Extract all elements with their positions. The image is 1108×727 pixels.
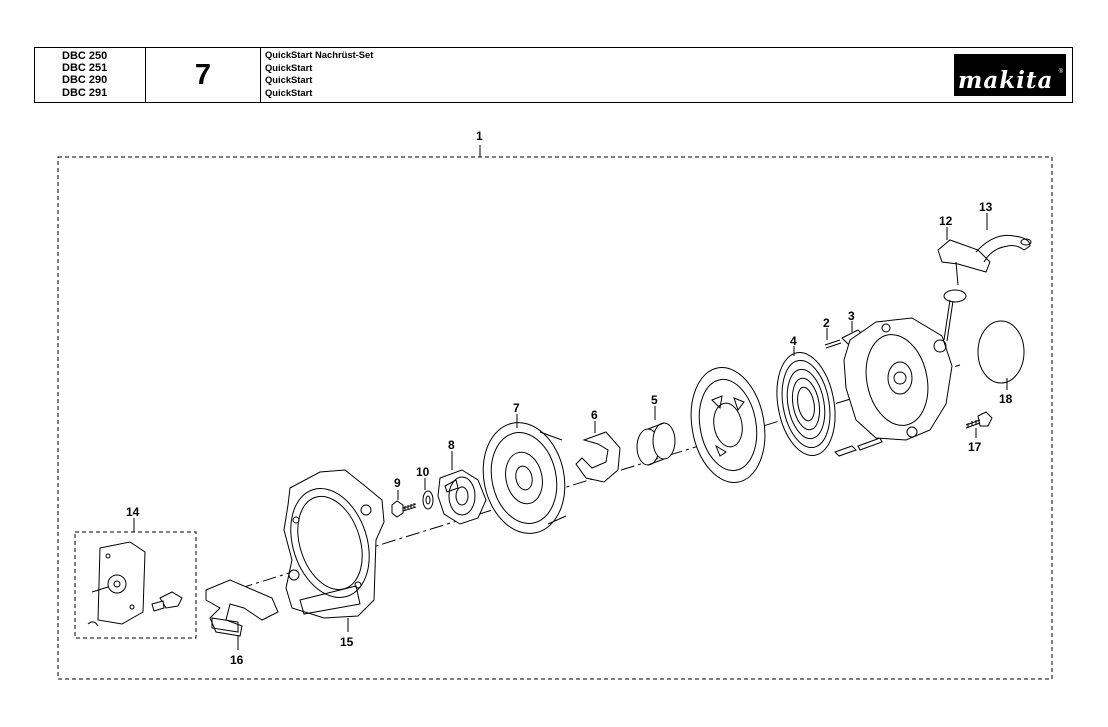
callout-8: 8 (448, 438, 455, 452)
assembly-boundary (57, 156, 1053, 680)
part-starter-housing (843, 317, 953, 441)
callout-5: 5 (651, 393, 658, 407)
part-15-housing (283, 469, 385, 619)
callout-12: 12 (939, 214, 953, 228)
callout-16: 16 (230, 653, 244, 667)
description-label: QuickStart (265, 61, 313, 73)
leader-lines (133, 213, 1008, 650)
callout-13: 13 (979, 200, 993, 214)
callout-14: 14 (126, 505, 140, 519)
callout-2: 2 (823, 316, 830, 330)
callout-18: 18 (999, 392, 1013, 406)
callout-6: 6 (591, 408, 598, 422)
callout-10: 10 (416, 465, 430, 479)
part-10-washer (422, 490, 434, 510)
part-13-cord (975, 234, 1032, 263)
description-label: QuickStart (265, 74, 313, 85)
model-list: DBC 250 DBC 251 DBC 290 DBC 291 (35, 48, 146, 102)
part-8-pawl-carrier (437, 469, 487, 525)
callout-7: 7 (513, 401, 520, 415)
callout-15: 15 (340, 635, 354, 649)
part-17-pin-lower (834, 437, 883, 457)
title-block: DBC 250 DBC 251 DBC 290 DBC 291 7 QuickS… (34, 47, 1073, 103)
model-label: DBC 291 (62, 86, 108, 99)
description-label: QuickStart (265, 86, 313, 98)
part-14-flange (87, 541, 183, 627)
description-list: QuickStart Nachrüst-Set QuickStart Quick… (261, 48, 861, 102)
part-4-spring (776, 352, 836, 456)
part-7-pulley (482, 422, 567, 534)
callout-3: 3 (848, 309, 855, 323)
callout-17: 17 (968, 440, 982, 454)
part-18-cover-disc (977, 320, 1025, 384)
callout-4: 4 (790, 334, 797, 348)
model-label: DBC 250 (62, 50, 108, 62)
logo-cell: makita ® (942, 48, 1066, 102)
part-5-bushing (636, 422, 676, 466)
part-16-bracket (205, 579, 279, 637)
model-label: DBC 290 (62, 74, 108, 87)
part-17-screw (965, 411, 993, 429)
callout-9: 9 (394, 476, 401, 490)
part-6-clip (575, 431, 621, 483)
sub-assembly-box (74, 531, 197, 639)
part-9-screw (391, 500, 417, 518)
page-number: 7 (194, 58, 212, 91)
callout-1: 1 (476, 129, 483, 143)
makita-logo: makita ® (954, 54, 1066, 96)
part-4-drum (690, 367, 766, 483)
model-label: DBC 251 (62, 62, 108, 75)
description-label: QuickStart Nachrüst-Set (265, 49, 374, 60)
logo-text: makita (958, 67, 1054, 94)
registered-mark: ® (1058, 69, 1063, 75)
part-2-pin (824, 339, 842, 349)
part-12-handle (937, 239, 991, 342)
page-number-cell: 7 (146, 48, 261, 102)
